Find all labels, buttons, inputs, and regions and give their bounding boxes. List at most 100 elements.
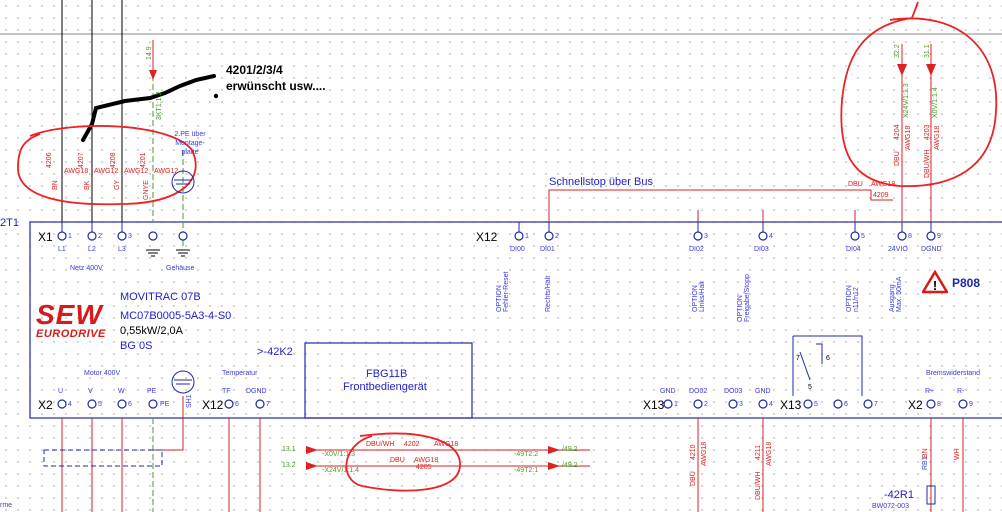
x1-n3: 3 — [128, 233, 132, 240]
awg-4203: AWG18 — [934, 125, 941, 150]
wire-dbu-top: DBU — [848, 181, 863, 188]
desc-di00: OPTION Fehler-Reset — [496, 271, 510, 312]
x2b-n8: 8 — [937, 401, 941, 408]
motor-u: U — [58, 388, 64, 395]
ref-x24v-top: X24V/1:1.3 — [903, 83, 910, 118]
x13-n3: 3 — [739, 401, 743, 408]
resistor-r1 — [926, 485, 936, 505]
x13-n2: 2 — [704, 401, 708, 408]
wire-sh1 — [153, 396, 184, 451]
x12-label-di04: DI04 — [846, 246, 861, 253]
netz-label: Netz 400V — [70, 265, 103, 272]
front-panel-name: FBG11B — [366, 368, 408, 380]
relay-pin-6: 6 — [826, 355, 830, 362]
x1-label-l3: L3 — [118, 246, 126, 253]
x12-label-di03: DI03 — [754, 246, 769, 253]
wire-dbwh-4211: DBU/WH — [755, 471, 762, 500]
device-tag: 2T1 — [0, 217, 19, 229]
wire-dbu-4210: DBU — [690, 471, 697, 486]
device-variant: BG 0S — [120, 340, 153, 352]
terminal-strip-x1: X1 — [38, 230, 53, 244]
x12-label-di01: DI01 — [540, 246, 555, 253]
x13b-n5: 5 — [814, 401, 818, 408]
ref-13-1: 13.1 — [282, 446, 296, 453]
ground-symbol-x1 — [146, 249, 160, 257]
ref-14-9: 14.9 — [146, 46, 153, 60]
x1-label-l2: L2 — [88, 246, 96, 253]
red-circle-right — [840, 1, 998, 187]
wire-color-wh-bottom: WH — [954, 448, 961, 460]
x1-label-l1: L1 — [58, 246, 66, 253]
wire-dbwh-4203: DBU/WH — [924, 149, 931, 178]
wire-dbu-4204: DBU — [894, 151, 901, 166]
wire-rb1: RB1 — [922, 456, 929, 470]
device-model: MOVITRAC 07B — [120, 291, 201, 303]
terminal-pegs — [61, 222, 932, 232]
wire-label-4202: 4202 — [404, 441, 420, 448]
device-order-code: MC07B0005-5A3-4-S0 — [120, 310, 232, 322]
device-box — [29, 221, 1002, 419]
awg-4210: AWG18 — [701, 441, 708, 466]
logo-eurodrive: EURODRIVE — [36, 328, 106, 340]
terminal-strip-x13b: X13 — [780, 398, 802, 412]
x12-n9: 9 — [937, 233, 941, 240]
awg-4204: AWG18 — [905, 125, 912, 150]
wire-label-4204: 4204 — [894, 124, 901, 140]
ref-x24v-bottom: -X24V/1:1.4 — [322, 467, 359, 474]
wire-color-gy: GY — [114, 179, 121, 190]
relay-outline — [793, 335, 863, 396]
x13-n4: 4 — [769, 401, 773, 408]
awg-4202: AWG18 — [434, 441, 459, 448]
handwritten-dot — [213, 93, 219, 99]
relay-pin-5: 5 — [808, 384, 812, 391]
ref-x0v-bottom: -X0V/1:1.3 — [322, 451, 356, 458]
x12-n5: 5 — [861, 233, 865, 240]
arrow-4203 — [926, 64, 936, 76]
desc-24vio: Ausgang Max. 50mA — [889, 276, 903, 312]
shield-top — [171, 170, 195, 194]
handwritten-note-line2: erwünscht usw.... — [226, 79, 326, 93]
temp-dgnd: DGND — [246, 388, 267, 395]
handwritten-scribble — [81, 74, 216, 142]
front-panel-box — [304, 342, 473, 419]
device-ref: >-42K2 — [257, 346, 293, 358]
desc-di02: OPTION Links/Halt — [692, 281, 706, 312]
device-power: 0,55kW/2,0A — [120, 325, 183, 337]
wire-label-4206: 4206 — [46, 152, 53, 168]
wire-schnellstop — [548, 189, 893, 222]
x13-n1: 1 — [674, 401, 678, 408]
wire-color-bk: BK — [84, 180, 91, 190]
awg-pe: AWG12 — [154, 168, 179, 175]
x12-label-dgnd: DGND — [921, 246, 942, 253]
x12b-n7: 7 — [266, 401, 270, 408]
x2-n5: 5 — [98, 401, 102, 408]
sew-eurodrive-logo: SEW EURODRIVE — [36, 299, 106, 341]
wire-label-4211: 4211 — [755, 444, 762, 460]
shield-bottom — [171, 370, 195, 394]
x2-pe: PE — [160, 401, 170, 408]
brake-rminus: R- — [957, 388, 965, 395]
relay-contact — [816, 343, 823, 364]
ref-3kt1: 3KT1:1.2 — [156, 91, 163, 120]
ref-49t2-2: -49T2:2 — [514, 451, 539, 458]
x13b-n7: 7 — [874, 401, 878, 408]
sh1-label: SH1 — [186, 394, 193, 408]
desc-di01: Rechts/Halt — [545, 275, 552, 312]
x2b-n9: 9 — [969, 401, 973, 408]
x2-n6: 6 — [128, 401, 132, 408]
warning-icon: ! — [922, 270, 948, 294]
x12-label-di02: DI02 — [689, 246, 704, 253]
wire-label-4209: 4209 — [873, 192, 889, 199]
x1-n1: 1 — [68, 233, 72, 240]
schnellstop-label: Schnellstop über Bus — [549, 176, 653, 188]
motor-pe: PE — [147, 388, 157, 395]
awg-4211: AWG18 — [766, 441, 773, 466]
x13-do02: DO02 — [689, 388, 708, 395]
awg-l3: AWG12 — [124, 168, 149, 175]
logo-sew: SEW — [36, 299, 103, 330]
x13-gnd2: GND — [755, 388, 771, 395]
wire-label-4210: 4210 — [690, 444, 697, 460]
brake-label: Bremswiderstand — [926, 370, 981, 377]
wire-label-4203: 4203 — [924, 124, 931, 140]
